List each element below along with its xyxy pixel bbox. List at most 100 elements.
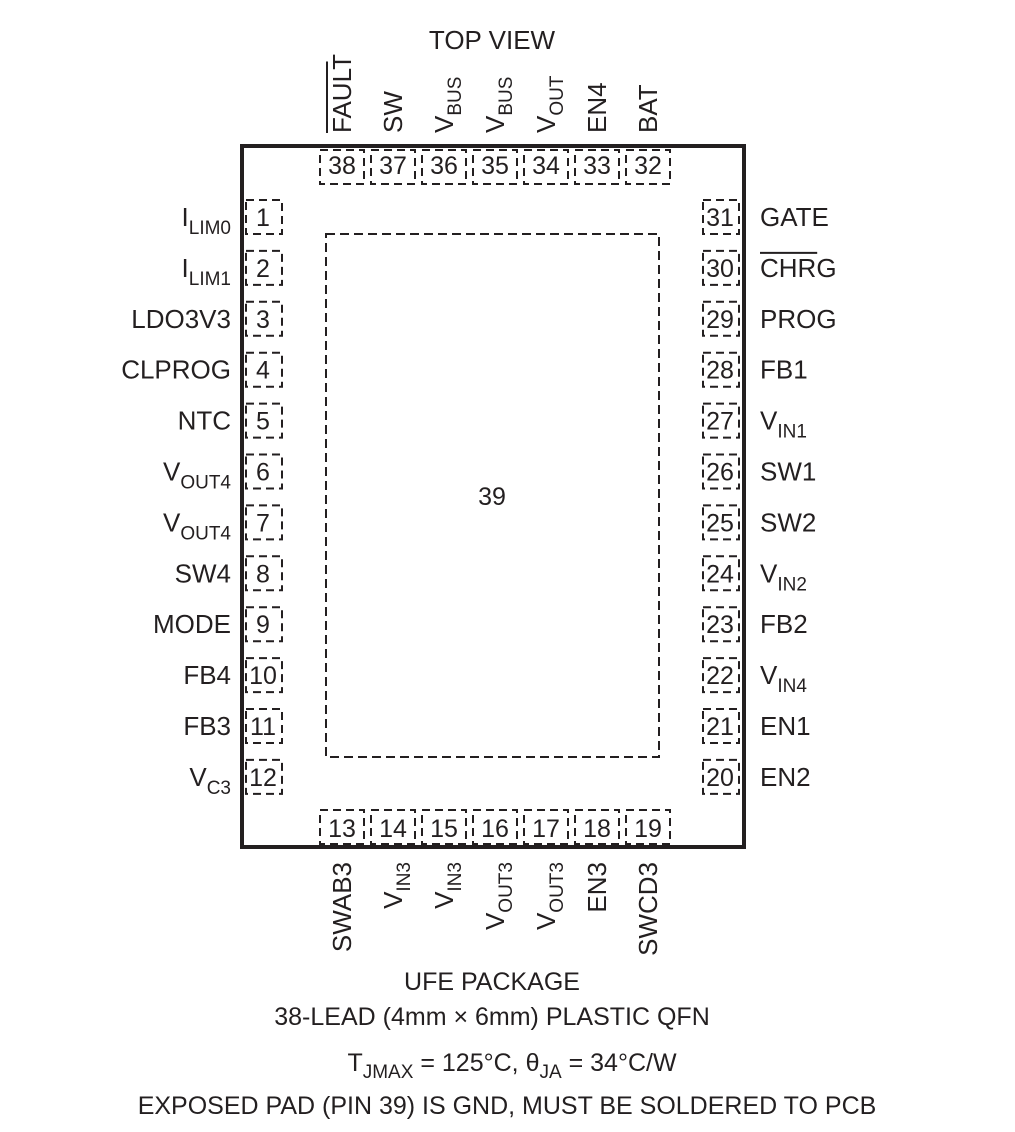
pin-name: FB2 bbox=[760, 609, 808, 639]
pin-label: ILIM0 bbox=[182, 202, 231, 239]
pin-number: 4 bbox=[256, 357, 270, 385]
pin-pad bbox=[245, 453, 283, 490]
pin-label: VIN1 bbox=[760, 406, 807, 443]
pin-label: FB4 bbox=[183, 660, 231, 690]
pin-label: SW4 bbox=[175, 558, 231, 588]
pin-pad bbox=[702, 504, 740, 541]
pin-number: 19 bbox=[634, 815, 662, 843]
pin-name-subscript: OUT4 bbox=[180, 523, 231, 544]
pin-pad bbox=[702, 708, 740, 744]
exposed-pad-note: EXPOSED PAD (PIN 39) IS GND, MUST BE SOL… bbox=[138, 1092, 877, 1120]
pin-label: SW2 bbox=[760, 507, 816, 537]
pin-number: 2 bbox=[256, 255, 270, 283]
pin-10: 10 FB4 bbox=[183, 657, 283, 694]
pin-label: CHRG bbox=[760, 253, 837, 283]
pin-name: V bbox=[760, 660, 778, 690]
pin-name-subscript: IN4 bbox=[777, 676, 807, 697]
pin-pad bbox=[702, 657, 740, 694]
pin-name: CHRG bbox=[760, 253, 837, 283]
pin-name: I bbox=[182, 253, 189, 283]
pin-name-subscript: LIM1 bbox=[189, 269, 231, 290]
pin-label: SW1 bbox=[760, 457, 816, 487]
pin-number: 27 bbox=[706, 408, 734, 436]
pin-number: 30 bbox=[706, 255, 734, 283]
thermal-theta-symbol: θ bbox=[526, 1049, 540, 1077]
pin-label: LDO3V3 bbox=[131, 304, 231, 334]
pin-number: 23 bbox=[706, 611, 734, 639]
pin-name-subscript: OUT3 bbox=[547, 862, 568, 913]
pin-pad bbox=[702, 300, 740, 337]
pin-name-subscript: OUT3 bbox=[496, 862, 517, 913]
pin-name-subscript: IN1 bbox=[777, 422, 807, 443]
pin-name: GATE bbox=[760, 202, 829, 232]
pin-label: CLPROG bbox=[121, 355, 231, 385]
pin-name-subscript: IN3 bbox=[394, 862, 415, 892]
pin-number: 9 bbox=[256, 611, 270, 639]
pin-label: EN2 bbox=[760, 762, 811, 792]
pin-number: 33 bbox=[583, 152, 611, 180]
pin-name: LDO3V3 bbox=[131, 304, 231, 334]
pin-38: 38 FAULT bbox=[319, 54, 365, 185]
pin-pad bbox=[245, 249, 283, 286]
pin-name: BAT bbox=[633, 84, 663, 133]
pin-label: VC3 bbox=[189, 762, 231, 799]
thermal-theta-subscript: JA bbox=[539, 1062, 562, 1083]
pin-name: I bbox=[182, 202, 189, 232]
pin-label: SWCD3 bbox=[633, 862, 663, 956]
pin-name: V bbox=[163, 457, 181, 487]
pin-name: V bbox=[760, 558, 778, 588]
pin-number: 25 bbox=[706, 509, 734, 537]
pin-label: VIN3 bbox=[429, 862, 466, 909]
pin-number: 34 bbox=[532, 152, 560, 180]
pin-number: 28 bbox=[706, 357, 734, 385]
pin-name: EN1 bbox=[760, 711, 811, 741]
pin-label: GATE bbox=[760, 202, 829, 232]
pin-pad bbox=[702, 758, 740, 795]
pin-27: 27 VIN1 bbox=[702, 402, 807, 443]
pin-name-subscript: BUS bbox=[445, 77, 466, 116]
pin-name: PROG bbox=[760, 304, 837, 334]
thermal-t-symbol: T bbox=[347, 1049, 362, 1077]
pin-number: 10 bbox=[249, 662, 277, 690]
pin-30: 30 CHRG bbox=[702, 249, 837, 286]
pin-label: VOUT3 bbox=[531, 862, 568, 930]
pin-28: 28 FB1 bbox=[702, 351, 808, 388]
pin-label: PROG bbox=[760, 304, 837, 334]
pin-label: FB2 bbox=[760, 609, 808, 639]
pin-label: EN1 bbox=[760, 711, 811, 741]
pin-name: NTC bbox=[178, 406, 231, 436]
pin-name: V bbox=[378, 891, 408, 909]
pin-name: FB1 bbox=[760, 355, 808, 385]
pin-number: 22 bbox=[706, 662, 734, 690]
pin-name: SW4 bbox=[175, 558, 231, 588]
pin-number: 20 bbox=[706, 764, 734, 792]
pin-number: 38 bbox=[328, 152, 356, 180]
pin-23: 23 FB2 bbox=[702, 606, 808, 643]
pin-number: 24 bbox=[706, 560, 734, 588]
pin-pad bbox=[245, 708, 283, 744]
pin-pad bbox=[245, 351, 283, 388]
pin-4: 4 CLPROG bbox=[121, 351, 283, 388]
pin-label: BAT bbox=[633, 84, 663, 133]
pin-number: 21 bbox=[706, 713, 734, 741]
pin-number: 32 bbox=[634, 152, 662, 180]
pin-name: V bbox=[480, 115, 510, 133]
pin-number: 37 bbox=[379, 152, 407, 180]
pin-label: VBUS bbox=[480, 77, 517, 133]
pin-2: 2 ILIM1 bbox=[182, 249, 283, 290]
pin-label: NTC bbox=[178, 406, 231, 436]
pin-label: FAULT bbox=[327, 54, 357, 133]
